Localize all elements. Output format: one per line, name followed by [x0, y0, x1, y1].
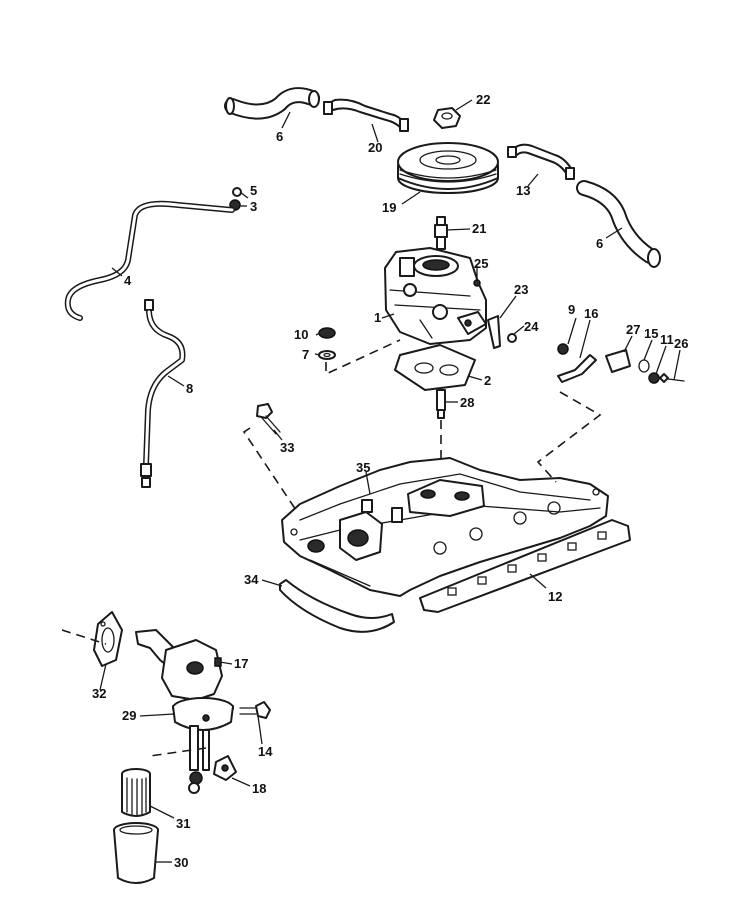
callout-35: 35 [356, 460, 370, 475]
bolt-33 [256, 403, 281, 435]
nut-22 [433, 107, 461, 129]
strip-gasket-34 [279, 579, 395, 633]
bracket-23 [487, 315, 517, 349]
callout-5: 5 [250, 183, 257, 198]
hose-upper-left [224, 87, 320, 120]
callout-25: 25 [474, 256, 488, 271]
fitting-5-3 [229, 187, 242, 211]
carburetor-gasket-2 [394, 344, 476, 391]
bolt-14 [239, 701, 271, 719]
leader-lines [99, 99, 681, 863]
callout-13: 13 [516, 183, 530, 198]
filter-bowl-30 [113, 822, 159, 884]
callout-21: 21 [472, 221, 486, 236]
callout-15: 15 [644, 326, 658, 341]
fitting-18 [213, 755, 237, 781]
stud-21 [434, 216, 448, 250]
callout-33: 33 [280, 440, 294, 455]
callout-1: 1 [374, 310, 381, 325]
callout-19: 19 [382, 200, 396, 215]
callout-20: 20 [368, 140, 382, 155]
fuel-pump-gasket-32 [93, 611, 123, 667]
callout-31: 31 [176, 816, 190, 831]
callout-9: 9 [568, 302, 575, 317]
callout-8: 8 [186, 381, 193, 396]
fuel-line-8 [140, 299, 186, 488]
hose-bracket-13 [507, 143, 575, 180]
intake-manifold-35 [281, 457, 609, 597]
filter-element-31 [121, 768, 151, 817]
callout-10: 10 [294, 327, 308, 342]
washers-10-7 [318, 327, 336, 360]
stud-28 [436, 389, 446, 419]
callout-2: 2 [484, 373, 491, 388]
callout-12: 12 [548, 589, 562, 604]
air-cleaner-19 [397, 142, 499, 194]
carburetor-1 [384, 247, 487, 345]
manifold-gasket-12 [419, 519, 631, 613]
hose-bracket-20 [323, 98, 409, 132]
callout-labels: 1 2 3 4 5 6 6 7 8 9 10 11 12 13 14 15 16… [92, 92, 688, 870]
hose-right [576, 180, 661, 268]
callout-27: 27 [626, 322, 640, 337]
linkage-parts [557, 343, 685, 384]
callout-28: 28 [460, 395, 474, 410]
callout-17: 17 [234, 656, 248, 671]
callout-24: 24 [524, 319, 539, 334]
callout-16: 16 [584, 306, 598, 321]
callout-26: 26 [674, 336, 688, 351]
callout-29: 29 [122, 708, 136, 723]
callout-32: 32 [92, 686, 106, 701]
callout-22: 22 [476, 92, 490, 107]
callout-6a: 6 [276, 129, 283, 144]
callout-14: 14 [258, 744, 273, 759]
callout-18: 18 [252, 781, 266, 796]
callout-34: 34 [244, 572, 259, 587]
callout-7: 7 [302, 347, 309, 362]
callout-6b: 6 [596, 236, 603, 251]
callout-4: 4 [124, 273, 132, 288]
callout-11: 11 [660, 332, 674, 347]
callout-30: 30 [174, 855, 188, 870]
callout-23: 23 [514, 282, 528, 297]
alignment-lines [61, 339, 602, 757]
callout-3: 3 [250, 199, 257, 214]
fuel-line-4 [64, 200, 235, 321]
screw-25 [473, 279, 481, 287]
